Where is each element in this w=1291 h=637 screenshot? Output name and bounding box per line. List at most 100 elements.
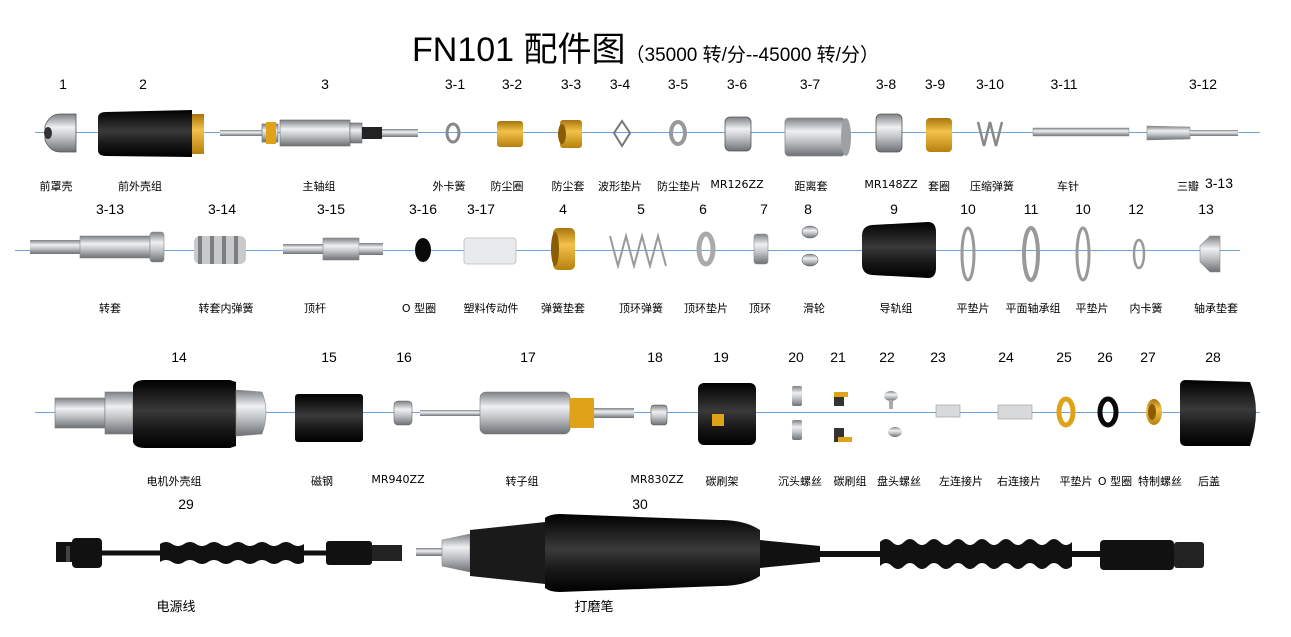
power-cord-part — [56, 538, 402, 568]
page-title: FN101 配件图（35000 转/分--45000 转/分） — [0, 22, 1291, 71]
part-number: 25 — [1056, 349, 1072, 365]
part-label: 套圈 — [928, 180, 950, 193]
part-number: 3-10 — [975, 76, 1005, 92]
part-number: 3-3 — [560, 76, 582, 92]
title-sub: （35000 转/分--45000 转/分） — [625, 45, 879, 66]
magnet-part — [295, 394, 363, 442]
part-label: 轴承垫套 — [1194, 302, 1238, 315]
part-label: 弹簧垫套 — [541, 302, 585, 315]
part-label: 顶环弹簧 — [619, 302, 663, 315]
plastic-drive-part — [463, 237, 517, 265]
part-label: MR148ZZ — [864, 178, 918, 191]
special-screw-part — [1146, 399, 1162, 425]
part-number: 3-14 — [207, 201, 237, 217]
part-number: 3 — [321, 76, 329, 92]
part-number: 10 — [1075, 201, 1091, 217]
part-label: 碳刷组 — [833, 475, 867, 488]
part-label: 平垫片 — [1059, 475, 1093, 488]
guide-line-row2 — [15, 250, 1240, 251]
part-label: MR126ZZ — [710, 178, 764, 191]
part-label: 特制螺丝 — [1138, 475, 1182, 488]
part-number: 3-11 — [1050, 76, 1078, 92]
flat-washer-part — [960, 226, 976, 282]
part-label: O 型圈 — [1097, 475, 1133, 488]
part-label: 碳刷架 — [705, 475, 739, 488]
part-label: 右连接片 — [997, 475, 1041, 488]
part-number: 3-4 — [609, 76, 631, 92]
part-label: 防尘套 — [551, 180, 585, 193]
part-number: 1 — [59, 76, 67, 92]
part-label: 内卡簧 — [1129, 302, 1163, 315]
spacer-sleeve-part — [784, 117, 851, 157]
part-number: 10 — [960, 201, 976, 217]
part-number: 19 — [713, 349, 729, 365]
part-number: 9 — [890, 201, 898, 217]
top-ring-spring-part — [609, 232, 667, 270]
flat-washer-part — [1075, 226, 1091, 282]
part-number: 3-6 — [726, 76, 748, 92]
collet-part — [1146, 125, 1238, 141]
part-number: 3-8 — [875, 76, 897, 92]
part-label: 后盖 — [1198, 475, 1220, 488]
part-label: 平面轴承组 — [1005, 302, 1061, 315]
rotor-part — [420, 391, 634, 435]
grinder-handpiece-part — [416, 514, 1204, 592]
outer-circlip-part — [445, 122, 461, 144]
spindle-part — [220, 119, 418, 147]
part-label: 压缩弹簧 — [970, 180, 1014, 193]
part-label: 转套内弹簧 — [198, 302, 254, 315]
part-number: 3-2 — [501, 76, 523, 92]
part-label: 平垫片 — [956, 302, 990, 315]
part-label: 距离套 — [794, 180, 828, 193]
part-label: 磁钢 — [311, 475, 333, 488]
right-connector-part — [997, 404, 1033, 420]
part-number: 3-7 — [799, 76, 821, 92]
part-number: 4 — [559, 201, 567, 217]
part-label: 滑轮 — [803, 302, 825, 315]
part-label: 波形垫片 — [598, 180, 642, 193]
part-label: 平垫片 — [1075, 302, 1109, 315]
part-label: 盘头螺丝 — [877, 475, 921, 488]
sleeve-inner-spring-part — [194, 236, 246, 264]
flat-washer-part — [1056, 396, 1076, 428]
o-ring-part — [1097, 396, 1119, 428]
part-number: 7 — [760, 201, 768, 217]
part-label: 转子组 — [505, 475, 539, 488]
part-label: 电源线 — [156, 600, 196, 615]
compression-spring-part — [976, 121, 1004, 147]
top-ring-part — [753, 233, 769, 265]
part-number: 15 — [321, 349, 337, 365]
bearing-mr830zz-part — [650, 404, 668, 426]
part-number: 23 — [930, 349, 946, 365]
top-ring-washer-part — [696, 231, 716, 267]
part-label: 车针 — [1057, 180, 1079, 193]
part-number: 24 — [998, 349, 1014, 365]
countersunk-screw-part — [792, 386, 802, 440]
part-number: 20 — [788, 349, 804, 365]
carbon-brush-part — [834, 392, 852, 442]
part-number: 14 — [171, 349, 187, 365]
part-number: 2 — [139, 76, 147, 92]
dust-sleeve-part — [558, 120, 582, 148]
part-label: 外卡簧 — [432, 180, 466, 193]
part-number: 3-1 — [444, 76, 466, 92]
part-number: 11 — [1023, 201, 1039, 217]
part-label: 打磨笔 — [574, 600, 614, 615]
part-label: 顶环垫片 — [684, 302, 728, 315]
part-label: MR940ZZ — [371, 473, 425, 486]
part-number: 3-12 — [1188, 76, 1218, 92]
part-label: 顶杆 — [304, 302, 326, 315]
part-label: 主轴组 — [302, 180, 336, 193]
wave-washer-part — [612, 119, 632, 148]
part-number: 12 — [1128, 201, 1144, 217]
pulley-part — [801, 225, 819, 267]
part-label: 顶环 — [749, 302, 771, 315]
part-label: 转套 — [99, 302, 121, 315]
part-number: 26 — [1097, 349, 1113, 365]
part-number-continued: 3-13 — [1204, 175, 1234, 191]
motor-housing-part — [54, 380, 267, 448]
part-label: 三瓣 — [1177, 180, 1199, 193]
bearing-mr940zz-part — [393, 400, 413, 426]
part-number: 29 — [178, 496, 194, 512]
rotating-sleeve-part — [30, 231, 165, 263]
